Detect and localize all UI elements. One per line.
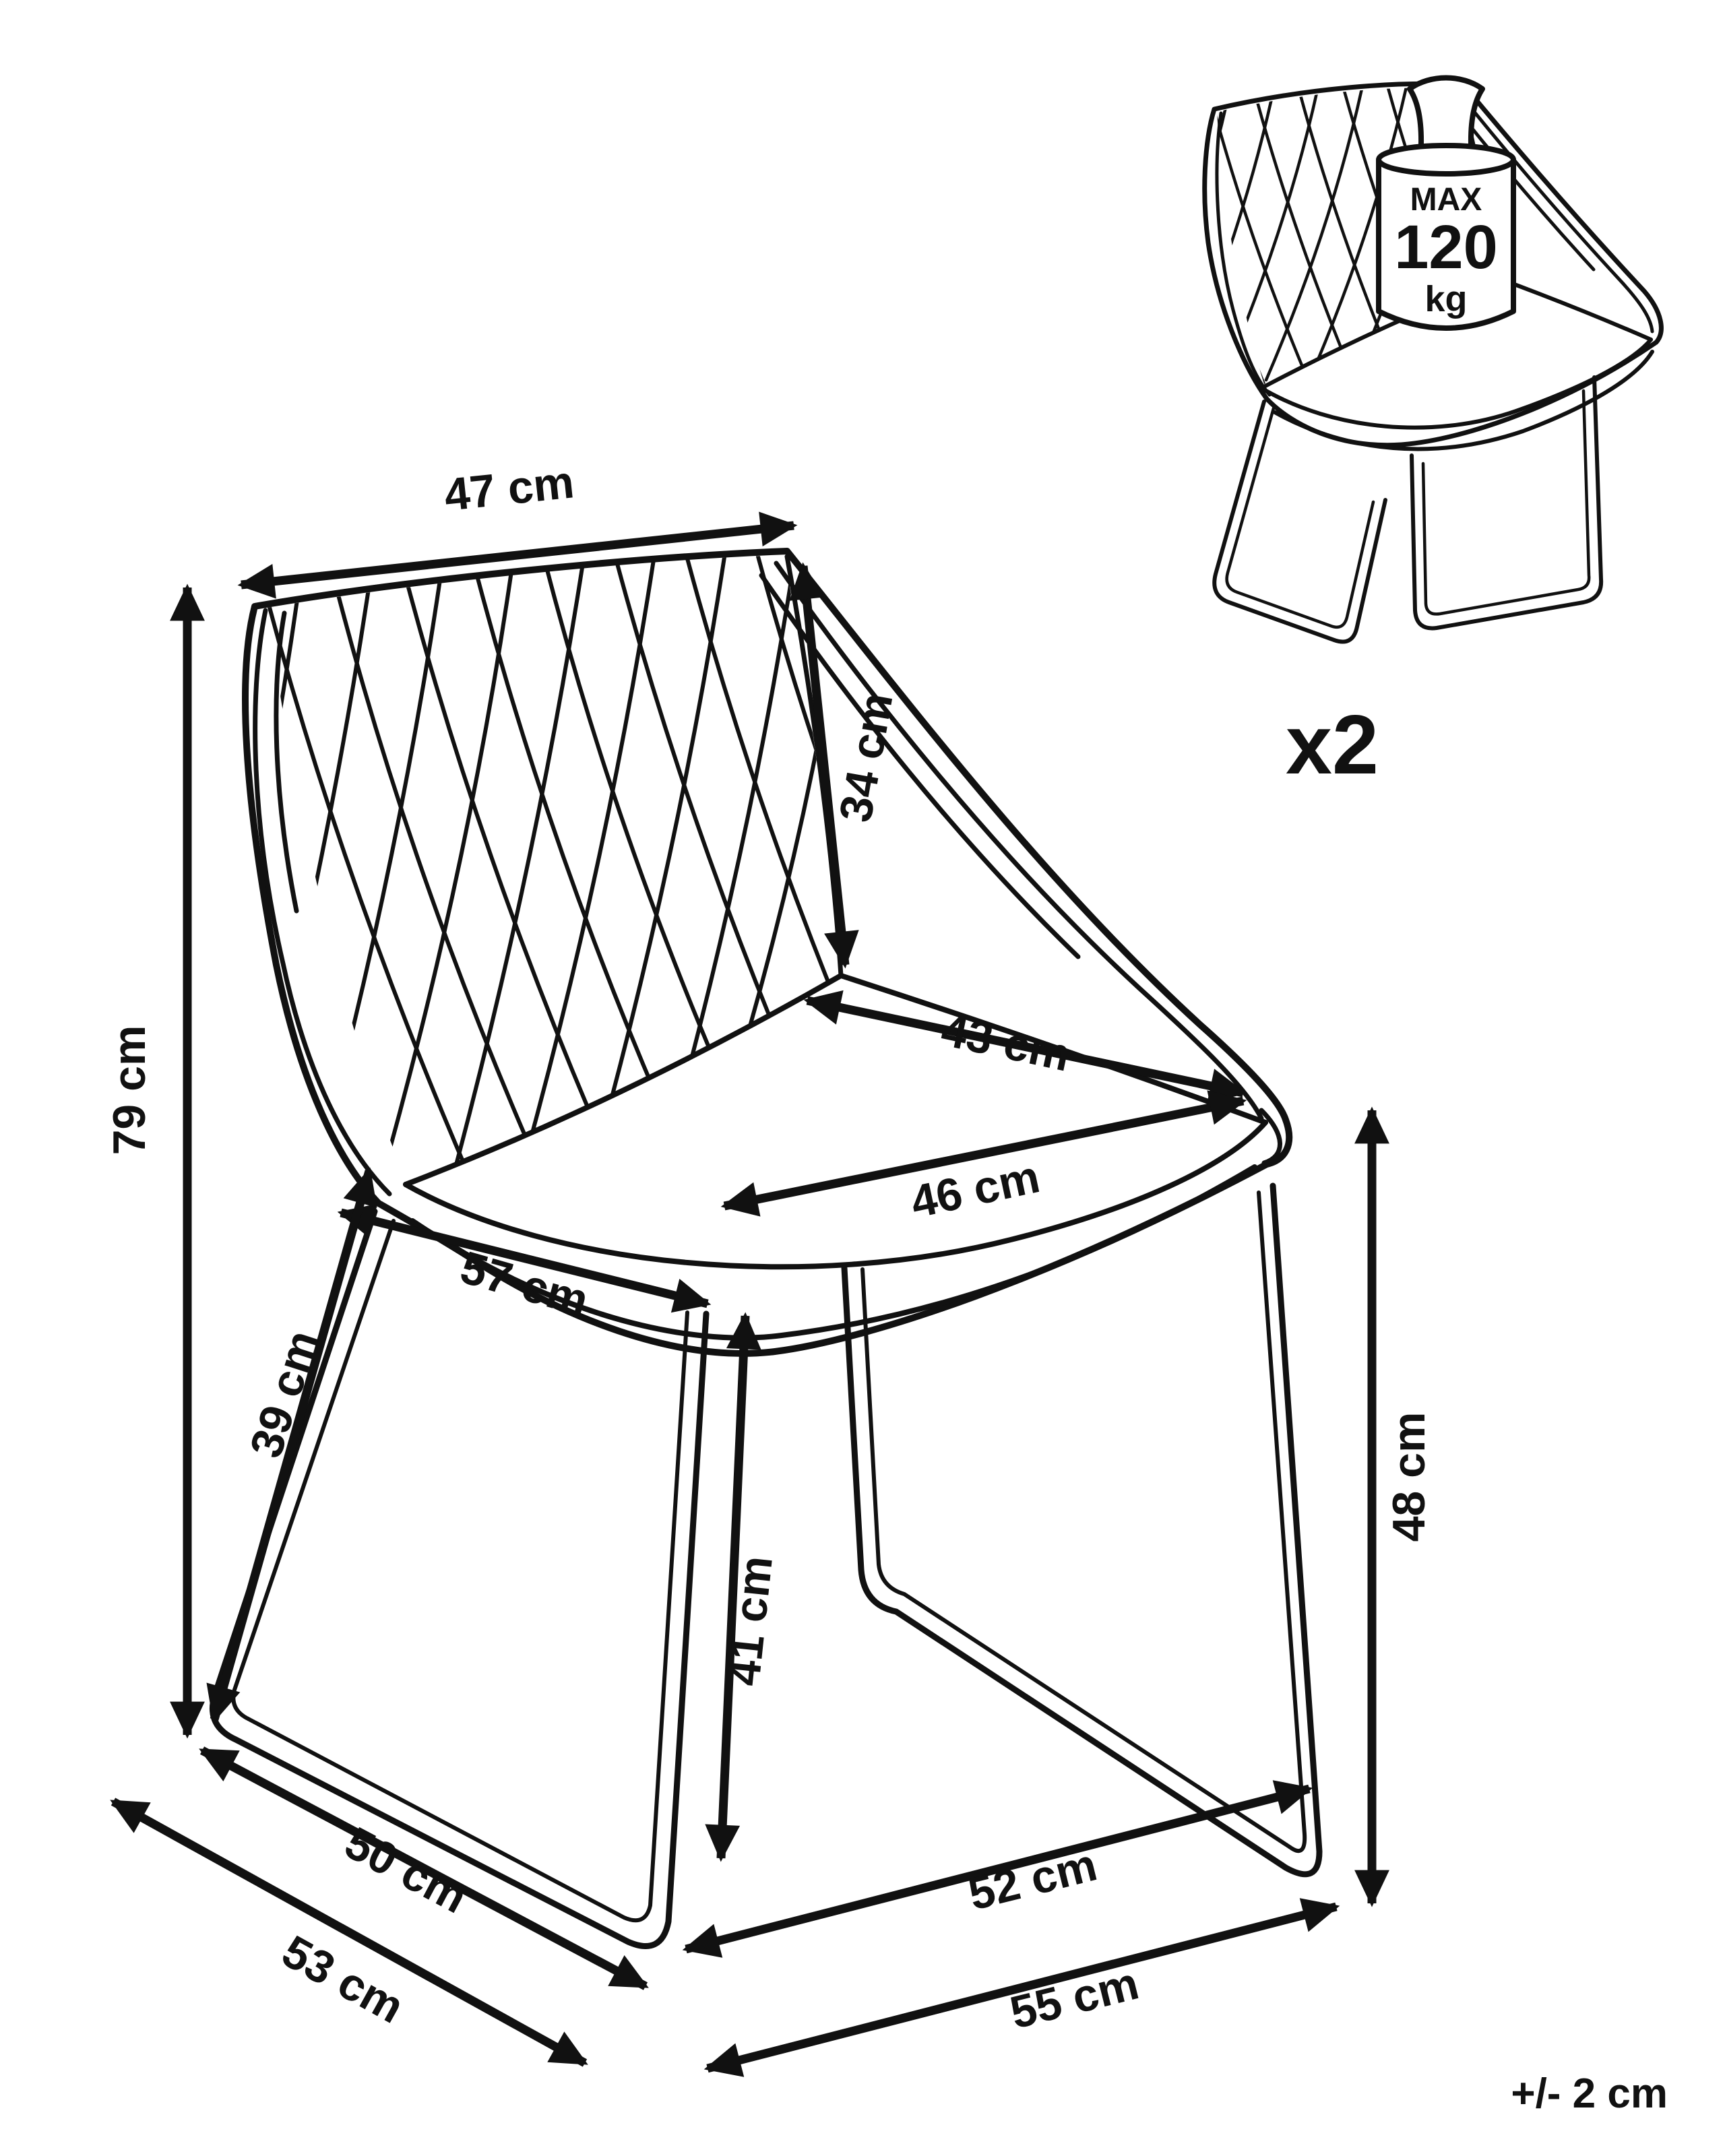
dimension-arrows [110,511,1389,2077]
dim-frame-height-label: 48 cm [1383,1412,1435,1542]
dim-backrest-height-arrow [789,562,859,969]
weight-knob [1407,75,1485,162]
small-wing-inner-line [1455,88,1654,334]
small-right-sled-inner [1421,389,1591,616]
dim-base-front-inner-label: 52 cm [964,1839,1102,1920]
tolerance-label: +/- 2 cm [1511,2070,1668,2117]
left-edge-inner-line [253,608,392,1197]
dim-backrest-width-label: 47 cm [442,456,577,521]
quantity-label: x2 [1286,699,1379,792]
dim-seat-height-arrow [705,1312,761,1862]
main-chair-drawing [209,548,1323,1950]
small-left-sled-inner [1225,406,1375,629]
weight-body [1376,158,1516,331]
weight-max-unit: kg [1424,279,1467,319]
dim-base-front-outer-arrow [703,1898,1340,2077]
dim-seat-front-width-arrow [337,1203,712,1313]
seat-right-tip-fold [1259,1108,1282,1166]
dim-seat-depth-arrow [803,990,1247,1104]
small-seat-front-edge [1259,338,1653,430]
dim-overall-height-label: 79 cm [104,1025,155,1155]
small-left-sled-outer [1212,400,1387,644]
seat-cushion-back-left-edge [403,973,844,1187]
right-sled-leg-outer [841,1182,1323,1878]
dim-base-side-inner-label: 50 cm [337,1817,476,1924]
small-right-sled-outer [1410,375,1604,631]
weight-body-top [1376,143,1516,177]
dim-seat-height-label: 41 cm [718,1554,782,1688]
max-weight-icon: MAX 120 kg [1376,75,1516,331]
dim-base-side-outer-arrow [110,1798,588,2067]
dim-seat-width-arrow [720,1090,1247,1217]
small-shell-front-line [1273,350,1654,451]
small-left-edge-inner [1215,111,1272,397]
weight-max-label: MAX [1410,182,1482,218]
dim-backrest-width-arrow [237,511,798,599]
dim-base-side-outer-label: 53 cm [274,1926,412,2033]
dim-front-frame-arrow [206,1167,377,1723]
weight-max-value: 120 [1394,213,1498,282]
